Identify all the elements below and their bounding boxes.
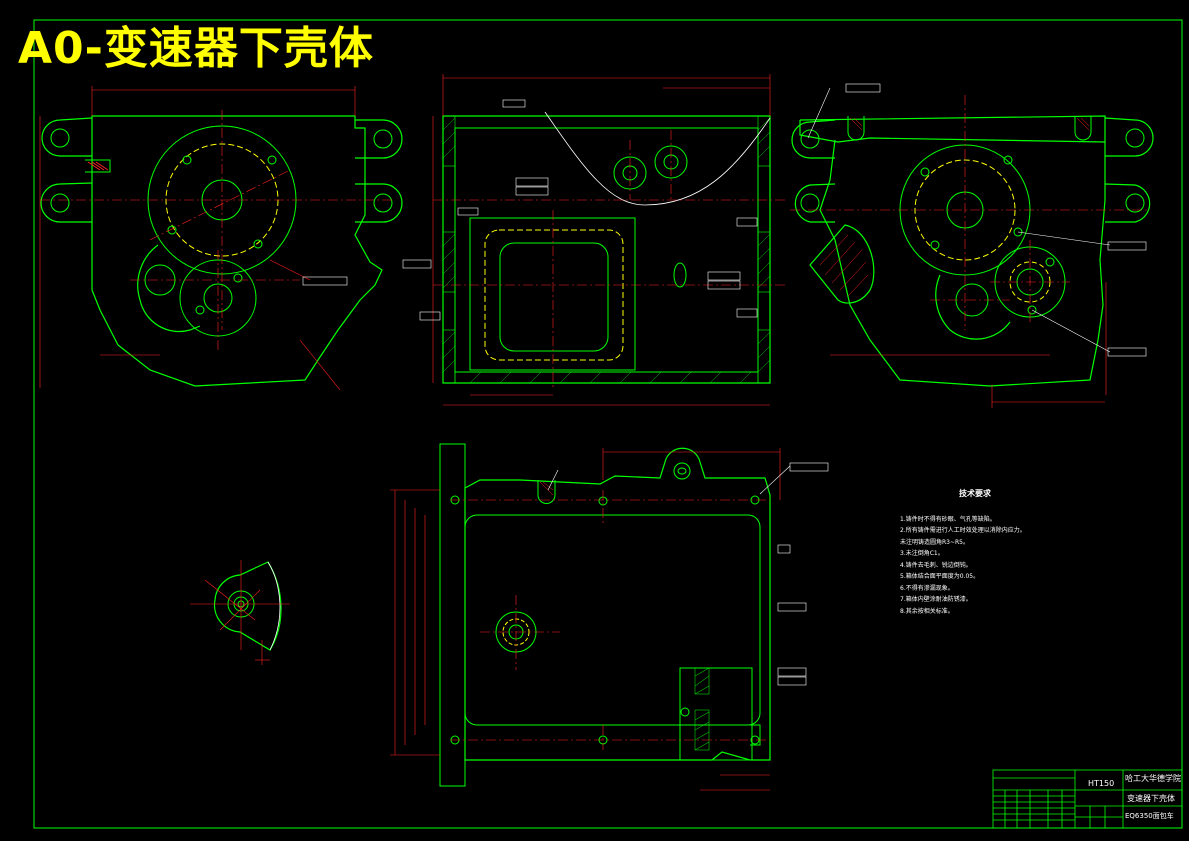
tech-req-item: 1.铸件时不得有砂眼、气孔等缺陷。 [900,515,996,523]
technical-requirements: 技术要求 1.铸件时不得有砂眼、气孔等缺陷。 2.所有铸件需进行人工时效处理以消… [900,488,1090,617]
title-block [992,769,1183,829]
right-side-view [790,83,1154,408]
title-block-material: HT150 [1088,779,1115,788]
sheet-border [33,19,1183,829]
title-block-drawing-no: EQ6350面包车 [1125,812,1174,820]
tech-req-item: 4.铸件去毛刺、锐边倒钝。 [900,561,972,569]
title-block-school: 哈工大华德学院 [1125,774,1181,783]
tech-req-heading: 技术要求 [959,489,991,498]
tech-req-item: 6.不得有渗漏现象。 [900,584,954,592]
drawing-title: A0-变速器下壳体 [18,23,374,74]
tech-req-item: 未注明铸造圆角R3~R5。 [900,538,970,546]
tech-req-item: 8.其余按相关标准。 [900,607,954,615]
tech-req-item: 5.箱体结合面平面度为0.05。 [900,573,980,580]
left-side-view [39,86,403,391]
tech-req-item: 3.未注倒角C1。 [900,550,944,557]
tech-req-item: 2.所有铸件需进行人工时效处理以消除内应力。 [900,527,1026,534]
title-block-part-name: 变速器下壳体 [1127,794,1175,803]
front-section-view [402,74,785,406]
tech-req-item: 7.箱体内壁涂耐油防锈漆。 [900,596,972,603]
plan-view [390,443,829,791]
detail-view [190,560,290,665]
